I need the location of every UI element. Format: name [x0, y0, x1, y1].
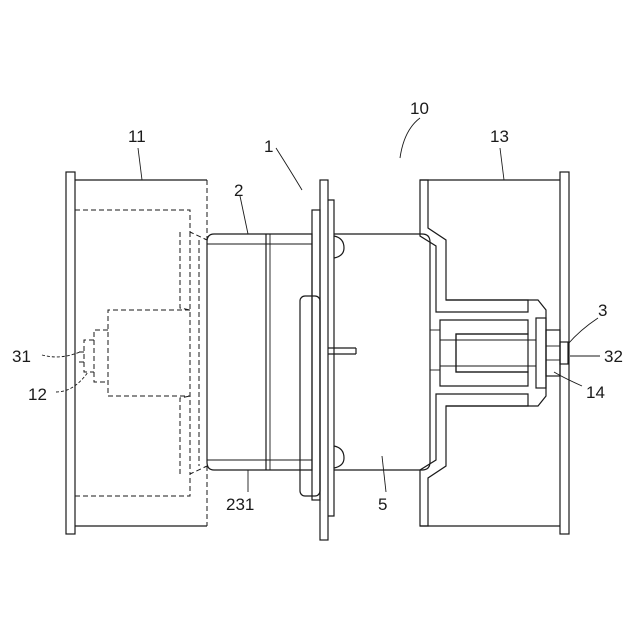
leader-lines [42, 118, 600, 492]
label-11: 11 [128, 127, 146, 146]
label-2: 2 [234, 181, 243, 200]
label-1: 1 [264, 137, 273, 156]
motor-body [207, 234, 312, 470]
label-3: 3 [598, 301, 607, 320]
label-31: 31 [12, 347, 31, 366]
label-5: 5 [378, 495, 387, 514]
label-13: 13 [490, 127, 509, 146]
reference-labels: 10 11 13 1 2 3 31 32 12 14 231 5 [12, 99, 623, 514]
label-14: 14 [586, 383, 605, 402]
motor-rotor [334, 234, 440, 470]
label-12: 12 [28, 385, 47, 404]
right-housing [420, 172, 569, 534]
label-32: 32 [604, 347, 623, 366]
left-housing [66, 172, 207, 534]
label-10: 10 [410, 99, 429, 118]
label-231: 231 [226, 495, 254, 514]
